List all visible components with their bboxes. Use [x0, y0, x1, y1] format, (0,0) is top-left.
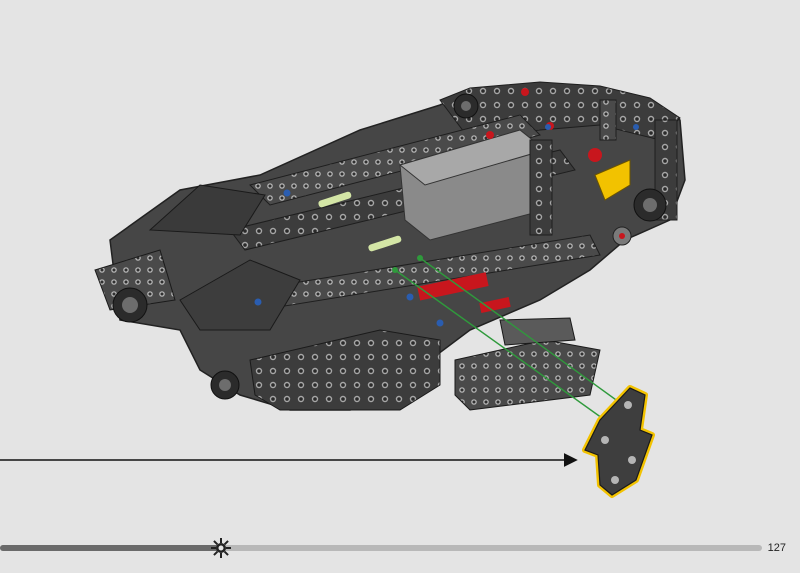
- page-number: 127: [767, 542, 786, 554]
- red-gear-block: [417, 272, 489, 301]
- blue-pin: [436, 319, 444, 327]
- placement-guides: [392, 255, 631, 419]
- red-pin: [588, 148, 602, 162]
- rear-right-hub: [633, 188, 667, 222]
- front-left-hub: [112, 287, 148, 323]
- front-fin-wing: [94, 249, 176, 311]
- progress-fill: [0, 545, 221, 551]
- rear-top-hub: [453, 93, 479, 119]
- rear-lower-link: [499, 317, 576, 346]
- shock-absorber: [368, 235, 402, 252]
- chassis-assembly: [94, 81, 686, 411]
- blue-pin: [406, 293, 414, 301]
- part-hole: [628, 456, 636, 464]
- rear-upright-left: [529, 139, 553, 236]
- red-gear-block-2: [479, 296, 511, 314]
- blue-pin: [283, 189, 291, 197]
- guide-line: [394, 269, 603, 419]
- blue-pin: [254, 298, 262, 306]
- part-hole: [601, 436, 609, 444]
- front-lower-arm: [249, 329, 441, 411]
- rear-lower-arm: [454, 339, 601, 411]
- shock-absorber: [318, 191, 352, 208]
- red-pin: [486, 131, 494, 139]
- rear-axle-end: [612, 226, 632, 246]
- front-lower-hub: [210, 370, 240, 400]
- guide-target: [392, 267, 398, 273]
- blue-pin: [633, 124, 639, 130]
- yellow-rear-bracket: [594, 159, 631, 201]
- front-fin-lower: [179, 259, 301, 331]
- blue-pin: [545, 124, 551, 130]
- front-fin-upper: [148, 184, 266, 236]
- rear-upright-mid: [599, 99, 617, 141]
- guide-line: [419, 257, 631, 411]
- guide-target: [417, 255, 423, 261]
- part-hole: [624, 401, 632, 409]
- part-hole: [611, 476, 619, 484]
- gear-icon: [211, 538, 231, 558]
- progress-bar: [0, 538, 762, 558]
- new-part-highlight: [582, 385, 655, 498]
- red-pin: [521, 88, 529, 96]
